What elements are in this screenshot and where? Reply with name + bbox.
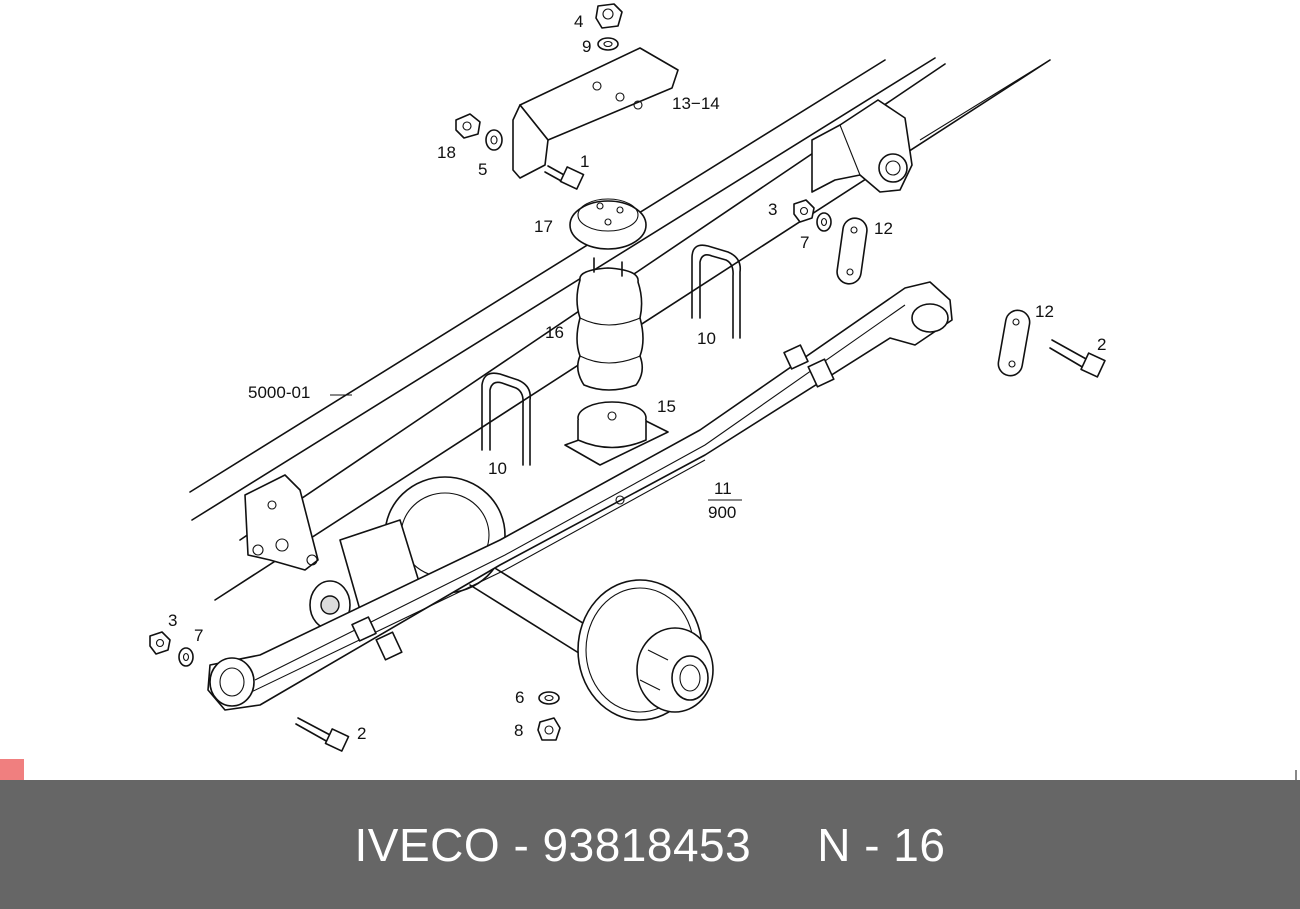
callout-10-right: 10 <box>697 329 716 348</box>
nut-8 <box>537 717 561 741</box>
callout-15: 15 <box>657 397 676 416</box>
callout-18: 18 <box>437 143 456 162</box>
callout-13-14: 13−14 <box>672 94 720 113</box>
callout-3-right: 3 <box>768 200 777 219</box>
bolt-2-left <box>295 717 350 752</box>
callout-5000-01: 5000-01 <box>248 383 310 402</box>
u-bolt-right <box>691 244 742 339</box>
nut-4 <box>595 3 623 29</box>
callout-11: 11 <box>714 479 732 498</box>
nut-3-left <box>149 631 171 655</box>
callout-5: 5 <box>478 160 487 179</box>
rear-spring-hanger <box>811 99 913 193</box>
front-spring-hanger <box>244 474 319 571</box>
callout-17: 17 <box>534 217 553 236</box>
air-bag-upper-bracket <box>512 47 679 179</box>
shackle-plate-lower <box>997 309 1031 377</box>
callout-9: 9 <box>582 37 591 56</box>
edge-tick <box>1295 770 1297 780</box>
bolt-2-right <box>1049 339 1106 378</box>
washer-6 <box>538 691 560 705</box>
callout-4: 4 <box>574 12 583 31</box>
diagram-reference: N - 16 <box>817 818 946 871</box>
part-number-banner: IVECO - 93818453 N - 16 <box>0 780 1300 909</box>
u-bolt-left <box>481 372 532 466</box>
callout-2-left: 2 <box>357 724 366 743</box>
washer-7-left <box>178 647 194 667</box>
callout-16: 16 <box>545 323 564 342</box>
callout-6: 6 <box>515 688 524 707</box>
brand-part-number: IVECO - 93818453 <box>354 818 752 871</box>
air-spring-bellows <box>576 257 644 391</box>
air-bag-lower-pedestal <box>564 401 669 466</box>
callout-3-left: 3 <box>168 611 177 630</box>
callout-900: 900 <box>708 503 736 522</box>
callout-2-right: 2 <box>1097 335 1106 354</box>
callout-12-lower: 12 <box>1035 302 1054 321</box>
callout-10-left: 10 <box>488 459 507 478</box>
leaf-spring <box>207 281 953 711</box>
bolt-1 <box>544 165 585 190</box>
nut-3-right <box>793 199 815 223</box>
air-bag-top-plate <box>569 198 647 250</box>
brake-drum <box>577 579 714 721</box>
nut-18 <box>455 113 481 139</box>
corner-marker <box>0 759 24 780</box>
callout-7-left: 7 <box>194 626 203 645</box>
callout-12-upper: 12 <box>874 219 893 238</box>
callout-7-right: 7 <box>800 233 809 252</box>
washer-7-right <box>816 212 832 232</box>
callout-1: 1 <box>580 152 589 171</box>
suspension-exploded-diagram: 4 9 13−14 18 5 1 17 3 7 12 12 2 16 10 50… <box>149 3 1106 752</box>
washer-5 <box>485 129 503 151</box>
shackle-plate-upper <box>836 217 868 285</box>
washer-9 <box>597 37 619 51</box>
callout-8: 8 <box>514 721 523 740</box>
